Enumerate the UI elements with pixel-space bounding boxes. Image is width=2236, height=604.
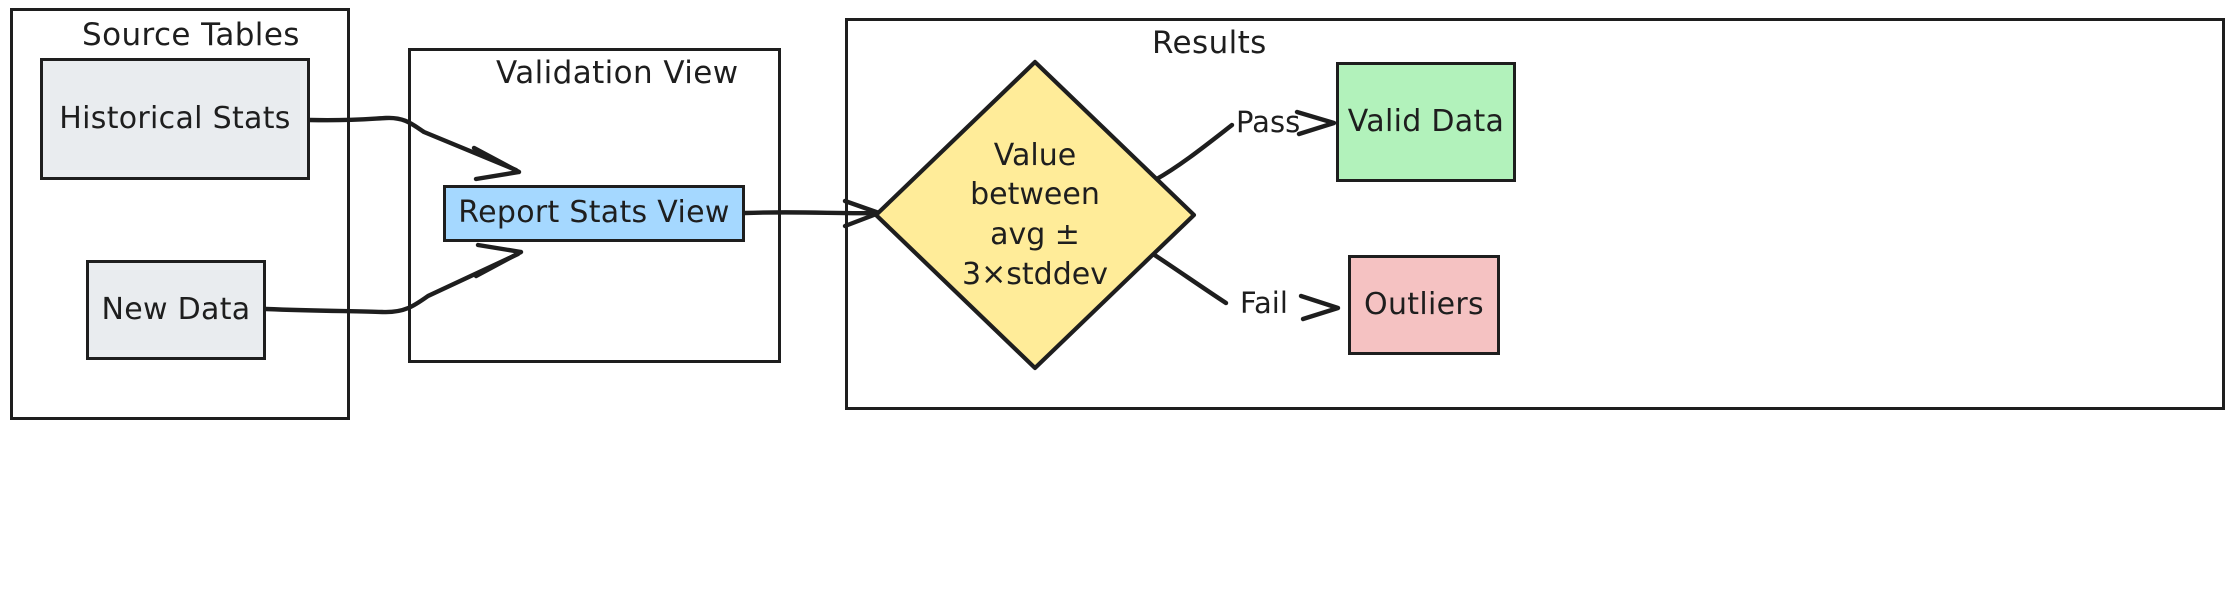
group-title-validation-view: Validation View [496, 55, 739, 91]
decision-diamond-shape [873, 59, 1197, 371]
node-valid-data[interactable]: Valid Data [1336, 62, 1516, 182]
node-outliers[interactable]: Outliers [1348, 255, 1500, 355]
group-frame-validation-view [408, 48, 781, 363]
node-label-report-stats-view: Report Stats View [458, 195, 730, 231]
node-historical-stats[interactable]: Historical Stats [40, 58, 310, 180]
node-label-historical-stats: Historical Stats [59, 100, 291, 136]
node-report-stats-view[interactable]: Report Stats View [443, 185, 745, 242]
group-frame-source-tables [10, 8, 350, 420]
node-decision[interactable]: Value between avg ± 3×stddev [872, 58, 1198, 372]
node-label-valid-data: Valid Data [1347, 103, 1505, 139]
edge-label-pass: Pass [1236, 105, 1301, 139]
node-label-new-data: New Data [101, 291, 251, 327]
edge-label-fail: Fail [1240, 286, 1288, 320]
group-title-results: Results [1152, 25, 1267, 61]
node-label-outliers: Outliers [1364, 286, 1484, 322]
node-new-data[interactable]: New Data [86, 260, 266, 360]
group-title-source-tables: Source Tables [82, 17, 300, 53]
